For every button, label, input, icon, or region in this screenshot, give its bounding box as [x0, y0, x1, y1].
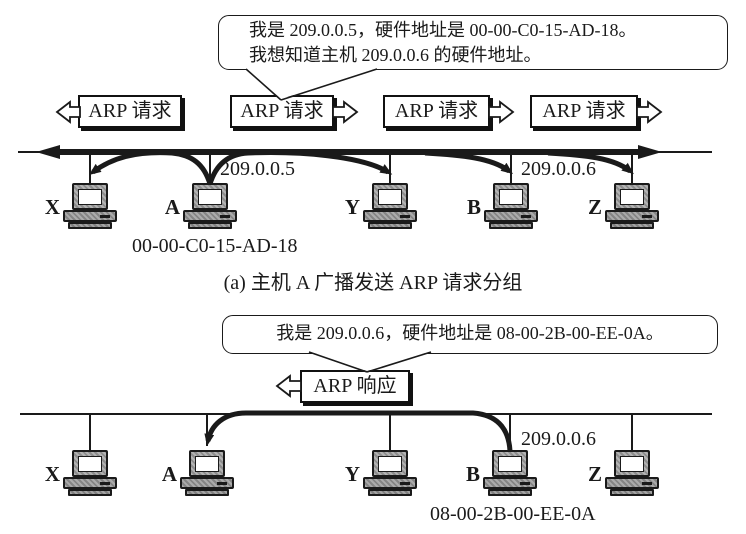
packet-arrow-right-icon — [332, 100, 359, 124]
computer-icon — [62, 183, 118, 229]
host-a-a: A — [165, 183, 238, 229]
packet-arrow-right-icon — [636, 100, 663, 124]
host-a-b: A — [162, 450, 235, 496]
response-curved-arrow-b-to-a — [204, 410, 513, 452]
arp-request-box-1: ARP 请求 — [78, 95, 182, 128]
computer-icon — [62, 450, 118, 496]
host-label: X — [44, 462, 60, 486]
host-label: Z — [587, 195, 602, 219]
mac-label-a: 00-00-C0-15-AD-18 — [132, 235, 298, 257]
bus-arrowhead-right-icon — [638, 145, 662, 159]
host-z-b: Z — [588, 450, 660, 496]
computer-icon — [362, 183, 418, 229]
host-x-a: X — [45, 183, 118, 229]
host-label: X — [44, 195, 60, 219]
host-y-b: Y — [345, 450, 418, 496]
host-label: B — [466, 195, 481, 219]
host-y-a: Y — [345, 183, 418, 229]
arp-request-label: ARP 请求 — [88, 100, 172, 122]
ip-label-b2: 209.0.0.6 — [521, 428, 596, 450]
ip-label-a: 209.0.0.5 — [220, 158, 295, 180]
arp-request-box-3: ARP 请求 — [383, 95, 490, 128]
host-label: A — [161, 462, 177, 486]
bubble-b-tail-icon — [308, 351, 432, 373]
caption-a: (a) 主机 A 广播发送 ARP 请求分组 — [223, 272, 523, 294]
computer-icon — [362, 450, 418, 496]
arp-response-label: ARP 响应 — [313, 375, 397, 397]
computer-icon — [604, 183, 660, 229]
host-z-a: Z — [588, 183, 660, 229]
packet-arrow-left-icon — [55, 100, 81, 124]
computer-icon — [483, 183, 539, 229]
bubble-a-line2: 我想知道主机 209.0.0.6 的硬件地址。 — [249, 45, 542, 65]
host-label: Y — [344, 195, 360, 219]
host-b-b: B — [466, 450, 538, 496]
computer-icon — [482, 450, 538, 496]
bus-line-a — [18, 145, 712, 159]
bubble-a-line1: 我是 209.0.0.5，硬件地址是 00-00-C0-15-AD-18。 — [249, 20, 637, 40]
arp-request-label: ARP 请求 — [394, 100, 479, 122]
arp-request-box-2: ARP 请求 — [230, 95, 334, 128]
bubble-b-line1: 我是 209.0.0.6，硬件地址是 08-00-2B-00-EE-0A。 — [276, 323, 664, 343]
arp-request-box-4: ARP 请求 — [530, 95, 638, 128]
host-label: A — [164, 195, 180, 219]
speech-bubble-a: 我是 209.0.0.5，硬件地址是 00-00-C0-15-AD-18。 我想… — [218, 15, 728, 70]
mac-label-b: 08-00-2B-00-EE-0A — [430, 503, 596, 525]
computer-icon — [179, 450, 235, 496]
computer-icon — [182, 183, 238, 229]
arp-request-label: ARP 请求 — [542, 100, 626, 122]
host-label: Z — [587, 462, 602, 486]
host-label: B — [465, 462, 480, 486]
bus-arrowhead-left-icon — [36, 145, 60, 159]
computer-icon — [604, 450, 660, 496]
curved-arrow-to-b — [424, 150, 513, 175]
host-x-b: X — [45, 450, 118, 496]
ip-label-b: 209.0.0.6 — [521, 158, 596, 180]
speech-bubble-b: 我是 209.0.0.6，硬件地址是 08-00-2B-00-EE-0A。 — [222, 315, 718, 354]
curved-arrow-to-x — [88, 150, 213, 185]
host-label: Y — [344, 462, 360, 486]
packet-arrow-right-icon — [488, 100, 515, 124]
arp-response-box: ARP 响应 — [300, 370, 410, 403]
packet-arrow-left-icon — [275, 374, 302, 398]
host-b-a: B — [467, 183, 539, 229]
arp-request-label: ARP 请求 — [240, 100, 324, 122]
